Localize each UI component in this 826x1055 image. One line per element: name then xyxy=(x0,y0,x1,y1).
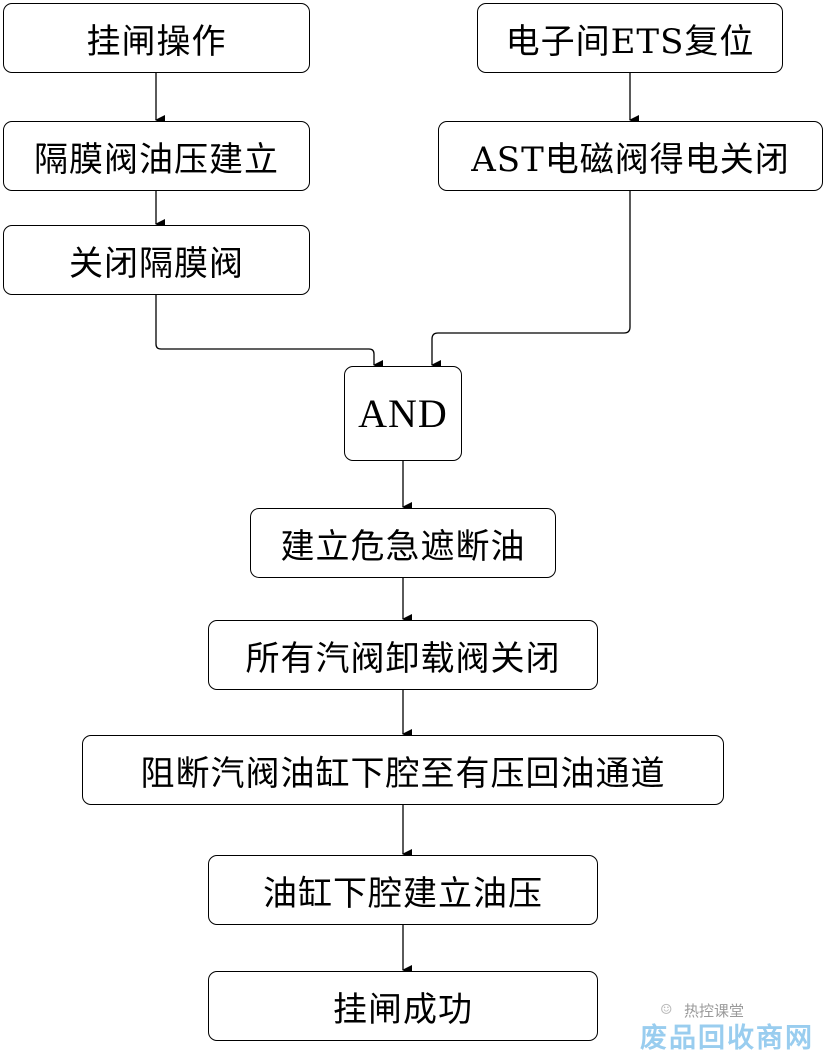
node-label: 阻断汽阀油缸下腔至有压回油通道 xyxy=(140,753,666,794)
node-cylinder-pressure: 油缸下腔建立油压 xyxy=(208,855,598,925)
node-label: 关闭隔膜阀 xyxy=(69,243,244,284)
node-label: 挂闸成功 xyxy=(333,989,473,1030)
node-label: AST电磁阀得电关闭 xyxy=(471,139,790,180)
watermark-bottom-text: 废品回收商网 xyxy=(640,1023,814,1054)
edge-n3-n6 xyxy=(155,295,383,370)
node-label: 电子间ETS复位 xyxy=(505,21,755,62)
wechat-icon: ☺ xyxy=(660,1002,673,1018)
node-latch-operation: 挂闸操作 xyxy=(3,3,310,73)
node-ets-reset: 电子间ETS复位 xyxy=(477,3,783,73)
node-label: 隔膜阀油压建立 xyxy=(34,139,279,180)
node-and-gate: AND xyxy=(344,366,462,461)
node-label: 所有汽阀卸载阀关闭 xyxy=(245,638,561,679)
watermark-top-text: 热控课堂 xyxy=(684,1002,745,1020)
node-label: 建立危急遮断油 xyxy=(280,526,526,567)
edge-n5-n6 xyxy=(431,191,631,370)
node-label: 挂闸操作 xyxy=(86,21,227,62)
node-label: 油缸下腔建立油压 xyxy=(263,873,543,914)
node-unload-valves-close: 所有汽阀卸载阀关闭 xyxy=(208,620,598,690)
node-emergency-trip-oil: 建立危急遮断油 xyxy=(250,508,556,578)
node-diaphragm-valve-pressure: 隔膜阀油压建立 xyxy=(3,121,310,191)
node-latch-success: 挂闸成功 xyxy=(208,971,598,1041)
node-block-return-path: 阻断汽阀油缸下腔至有压回油通道 xyxy=(82,735,724,805)
node-label: AND xyxy=(358,391,448,436)
node-ast-solenoid-close: AST电磁阀得电关闭 xyxy=(438,121,823,191)
watermark: ☺ 热控课堂 废品回收商网 xyxy=(640,1000,826,1054)
node-close-diaphragm-valve: 关闭隔膜阀 xyxy=(3,225,310,295)
